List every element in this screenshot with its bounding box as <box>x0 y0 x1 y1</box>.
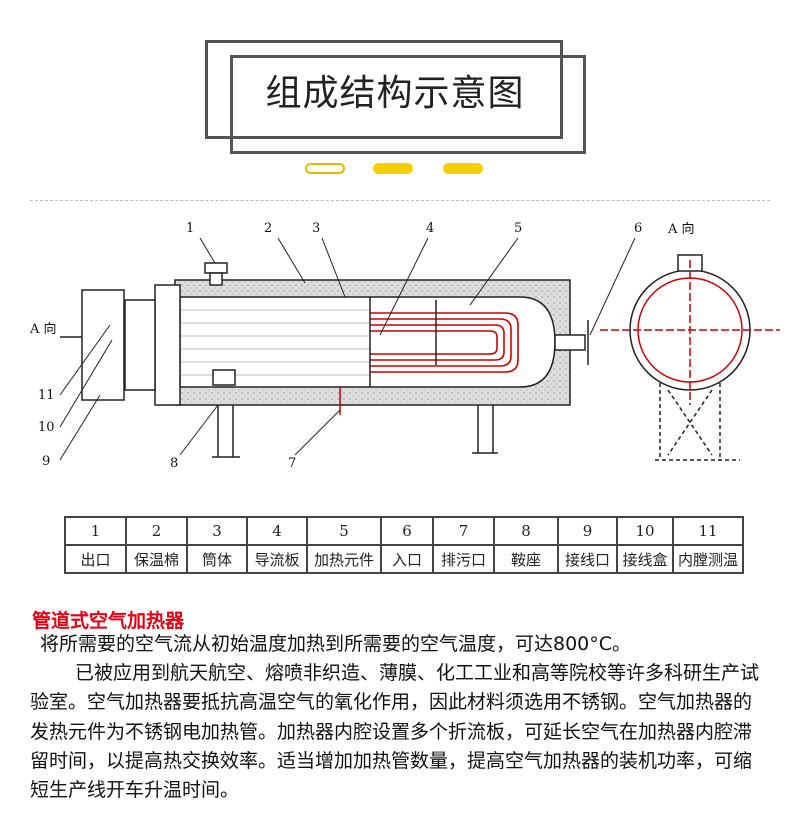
callout-6: 6 <box>634 221 642 236</box>
part-number: 7 <box>432 516 495 546</box>
table-row: 出口 保温棉 筒体 导流板 加热元件 入口 排污口 鞍座 接线口 接线盒 内膛测… <box>64 544 744 574</box>
product-title: 管道式空气加热器 <box>32 610 185 632</box>
callout-7: 7 <box>288 456 296 471</box>
part-name: 鞍座 <box>493 544 559 574</box>
part-name: 保温棉 <box>125 544 188 574</box>
callout-5: 5 <box>514 221 522 236</box>
callout-11: 11 <box>38 388 55 403</box>
description-line-1: 将所需要的空气流从初始温度加热到所需要的空气温度，可达800°C。 <box>40 633 632 655</box>
callout-1: 1 <box>186 221 194 236</box>
part-number: 8 <box>493 516 559 546</box>
saddle-right <box>472 405 498 454</box>
part-name: 内膛测温 <box>672 544 744 574</box>
callout-10: 10 <box>38 420 55 435</box>
callout-9: 9 <box>42 454 50 469</box>
part-number: 9 <box>557 516 618 546</box>
saddle-left <box>212 405 240 458</box>
view-label-left: A 向 <box>29 321 57 337</box>
carousel-dot-3 <box>443 163 483 174</box>
callout-4: 4 <box>426 221 434 236</box>
description-body: 已被应用到航天航空、熔喷非织造、薄膜、化工工业和高等院校等许多科研生产试验室。空… <box>30 662 760 802</box>
carousel-dot-1 <box>305 163 345 174</box>
callout-8: 8 <box>170 456 178 471</box>
part-number: 4 <box>246 516 308 546</box>
divider <box>30 200 770 201</box>
part-name: 接线口 <box>557 544 618 574</box>
part-number: 2 <box>125 516 188 546</box>
part-name: 导流板 <box>246 544 308 574</box>
part-name: 加热元件 <box>306 544 382 574</box>
part-number: 11 <box>672 516 744 546</box>
title-frame-front <box>230 55 586 154</box>
inlet <box>554 334 586 351</box>
part-name: 入口 <box>380 544 434 574</box>
terminal-box <box>81 289 125 401</box>
part-number: 1 <box>64 516 127 546</box>
outlet <box>209 272 223 286</box>
page-title: 组成结构示意图 <box>265 73 525 114</box>
parts-table: 1 2 3 4 5 6 7 8 9 10 11 出口 保温棉 筒体 导流板 加热… <box>64 516 744 574</box>
table-row: 1 2 3 4 5 6 7 8 9 10 11 <box>64 516 744 546</box>
part-name: 接线盒 <box>616 544 674 574</box>
part-number: 10 <box>616 516 674 546</box>
part-number: 6 <box>380 516 434 546</box>
carousel-dot-2 <box>373 163 413 174</box>
callout-3: 3 <box>312 221 320 236</box>
part-name: 筒体 <box>186 544 248 574</box>
view-label-right: A 向 <box>667 221 695 237</box>
callout-2: 2 <box>264 221 272 236</box>
part-number: 5 <box>306 516 382 546</box>
title-frame-back <box>205 40 563 139</box>
heater-structure-drawing: 1 2 3 4 5 6 7 8 9 10 11 A 向 A 向 <box>29 221 780 471</box>
part-name: 排污口 <box>432 544 495 574</box>
part-name: 出口 <box>64 544 127 574</box>
flange <box>154 284 181 406</box>
part-number: 3 <box>186 516 248 546</box>
